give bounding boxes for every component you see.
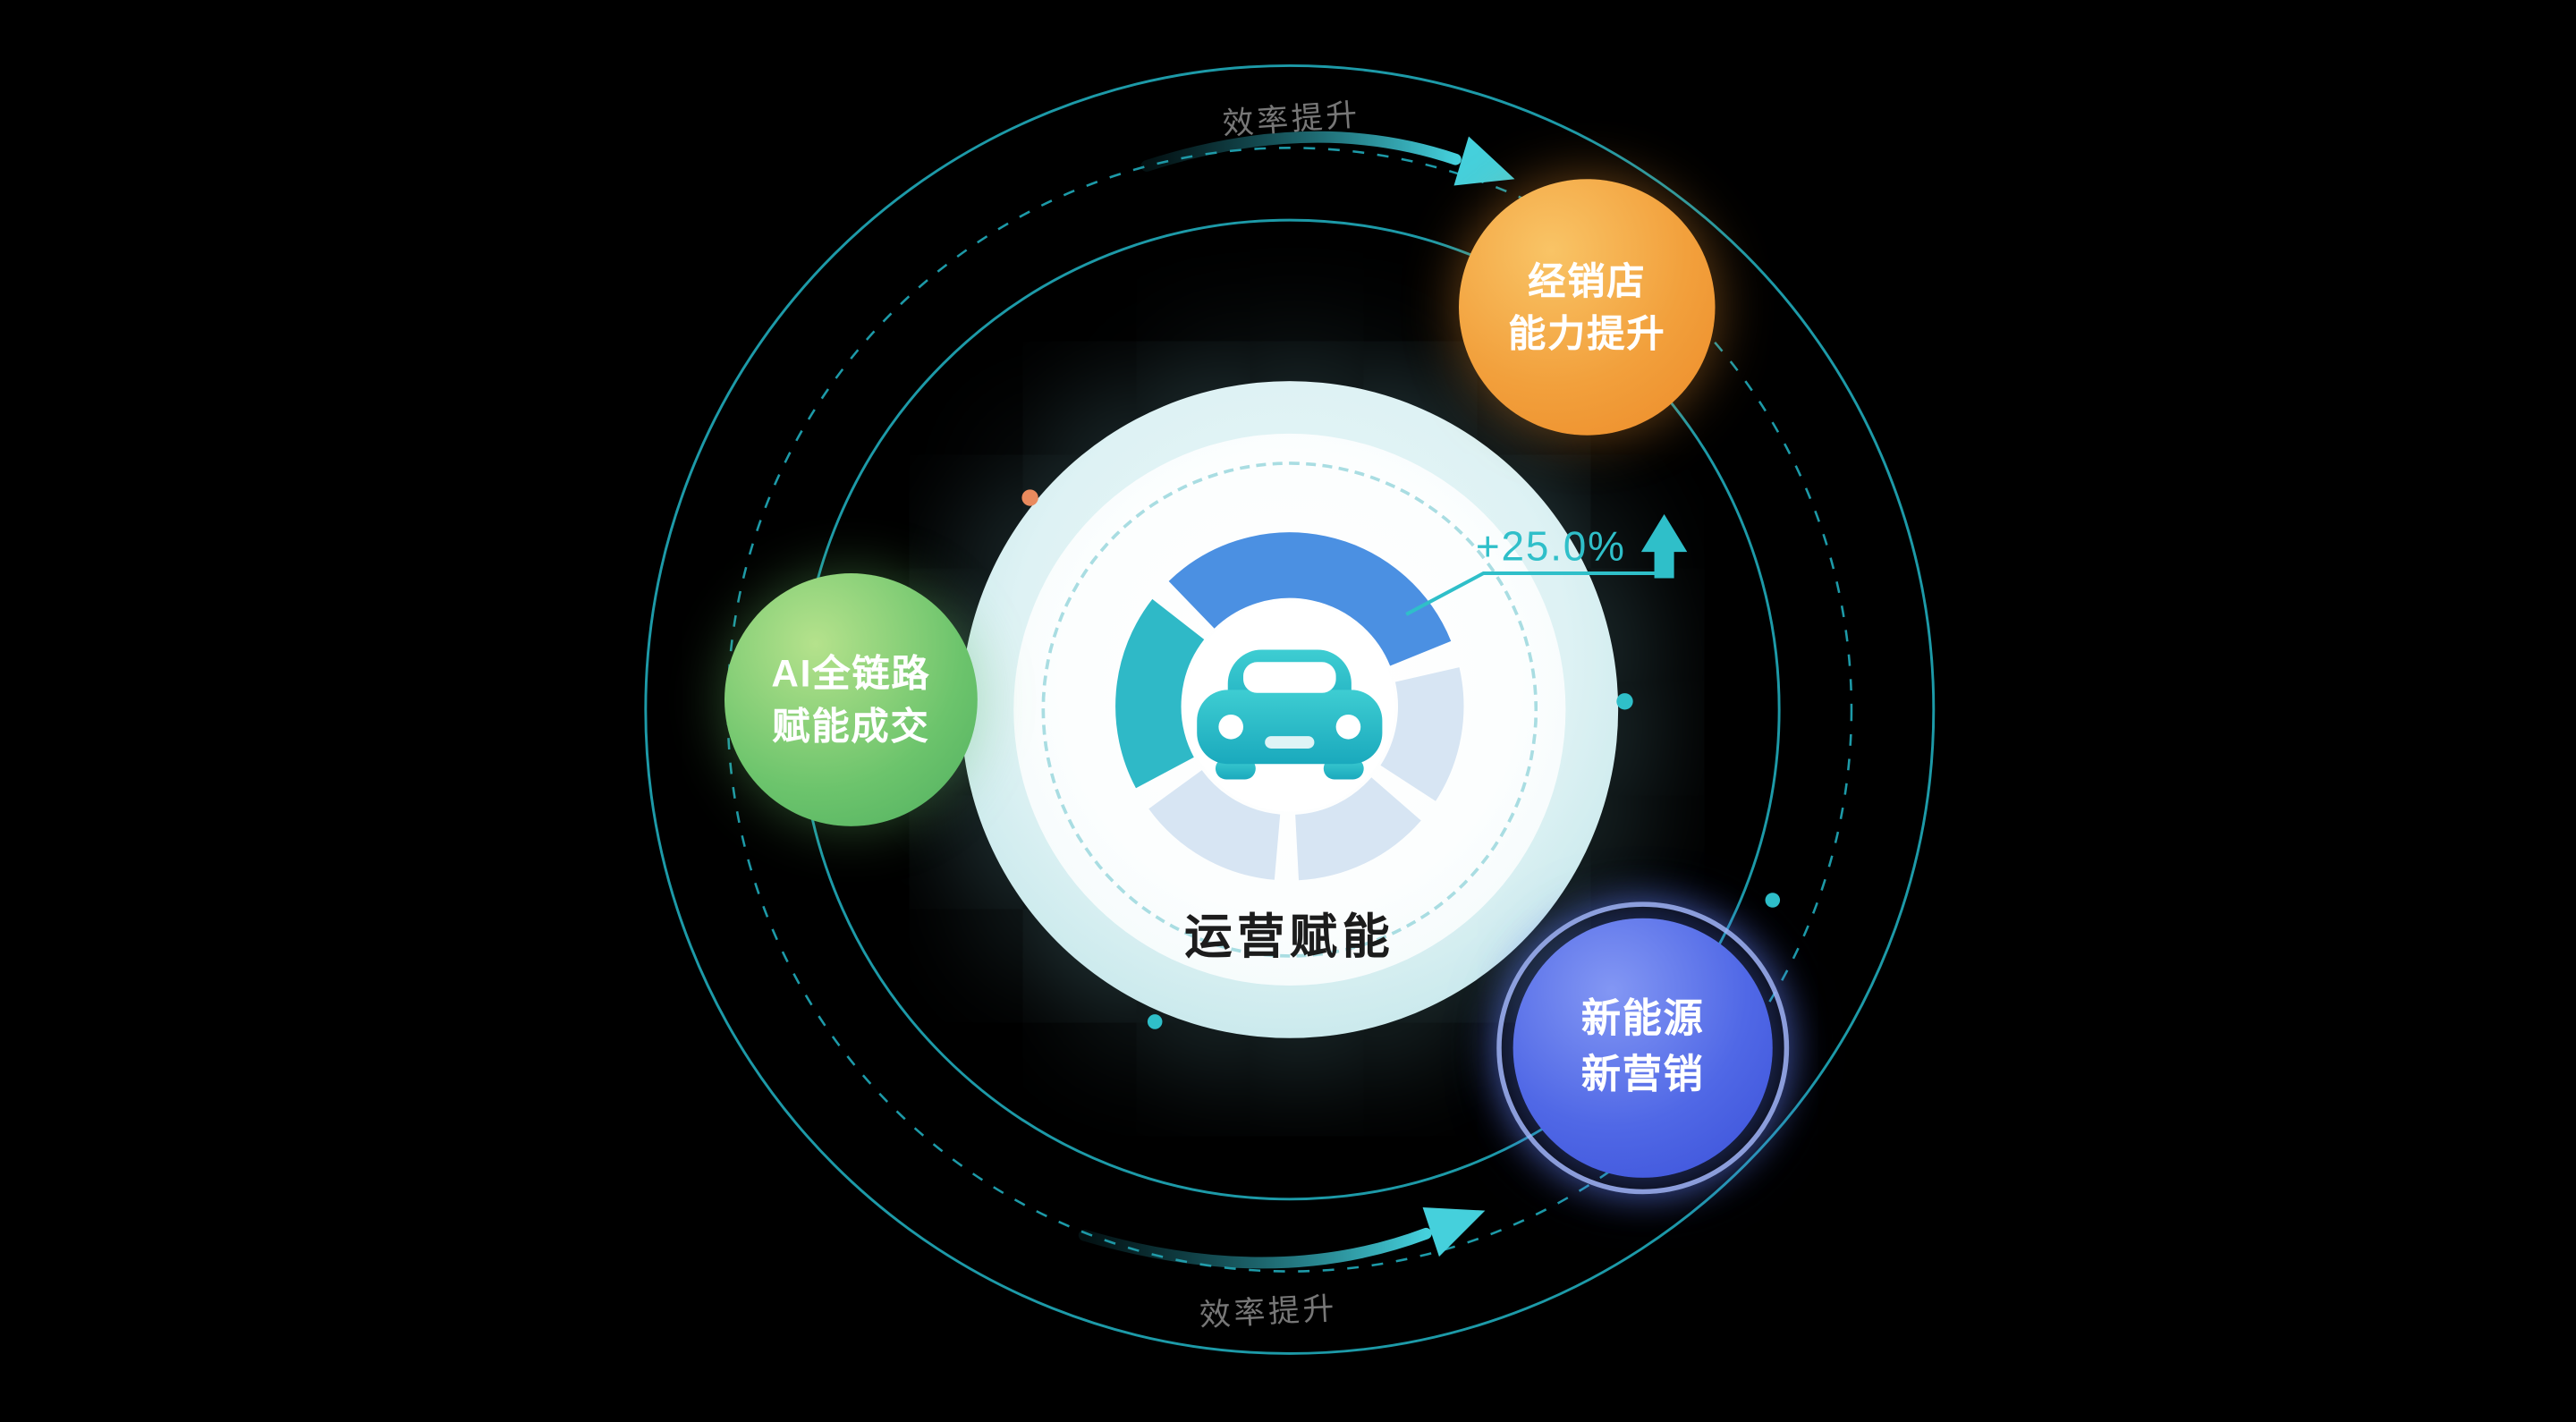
bubble-ai-full-chain: AI全链路 赋能成交: [724, 573, 978, 826]
car-icon: [1197, 649, 1383, 780]
bubble-dealer-line2: 能力提升: [1508, 311, 1666, 355]
bubble-nev-marketing: 新能源 新营销: [1496, 901, 1790, 1195]
hub-dashed-ring: [1041, 461, 1538, 958]
bubble-dealer-capability: 经销店 能力提升: [1458, 179, 1716, 436]
bubble-nev-line2: 新营销: [1580, 1053, 1705, 1097]
efficiency-arrow-top-icon: [1140, 131, 1515, 186]
efficiency-arrow-bottom-icon: [1078, 1206, 1486, 1269]
orbit-label-bottom: 效率提升: [1199, 1292, 1339, 1334]
orbit-dashed-circle: [726, 147, 1853, 1273]
metric-value: +25.0%: [1475, 523, 1626, 571]
bubble-ai-line2: 赋能成交: [772, 704, 930, 748]
bubble-dealer-line1: 经销店: [1528, 258, 1647, 302]
bubble-ai-line1: AI全链路: [771, 651, 931, 695]
orbit-outer-circle: [644, 63, 1936, 1355]
center-label: 运营赋能: [1184, 911, 1395, 965]
center-hub: 运营赋能: [961, 381, 1619, 1038]
bubble-nev-line1: 新能源: [1580, 997, 1705, 1043]
